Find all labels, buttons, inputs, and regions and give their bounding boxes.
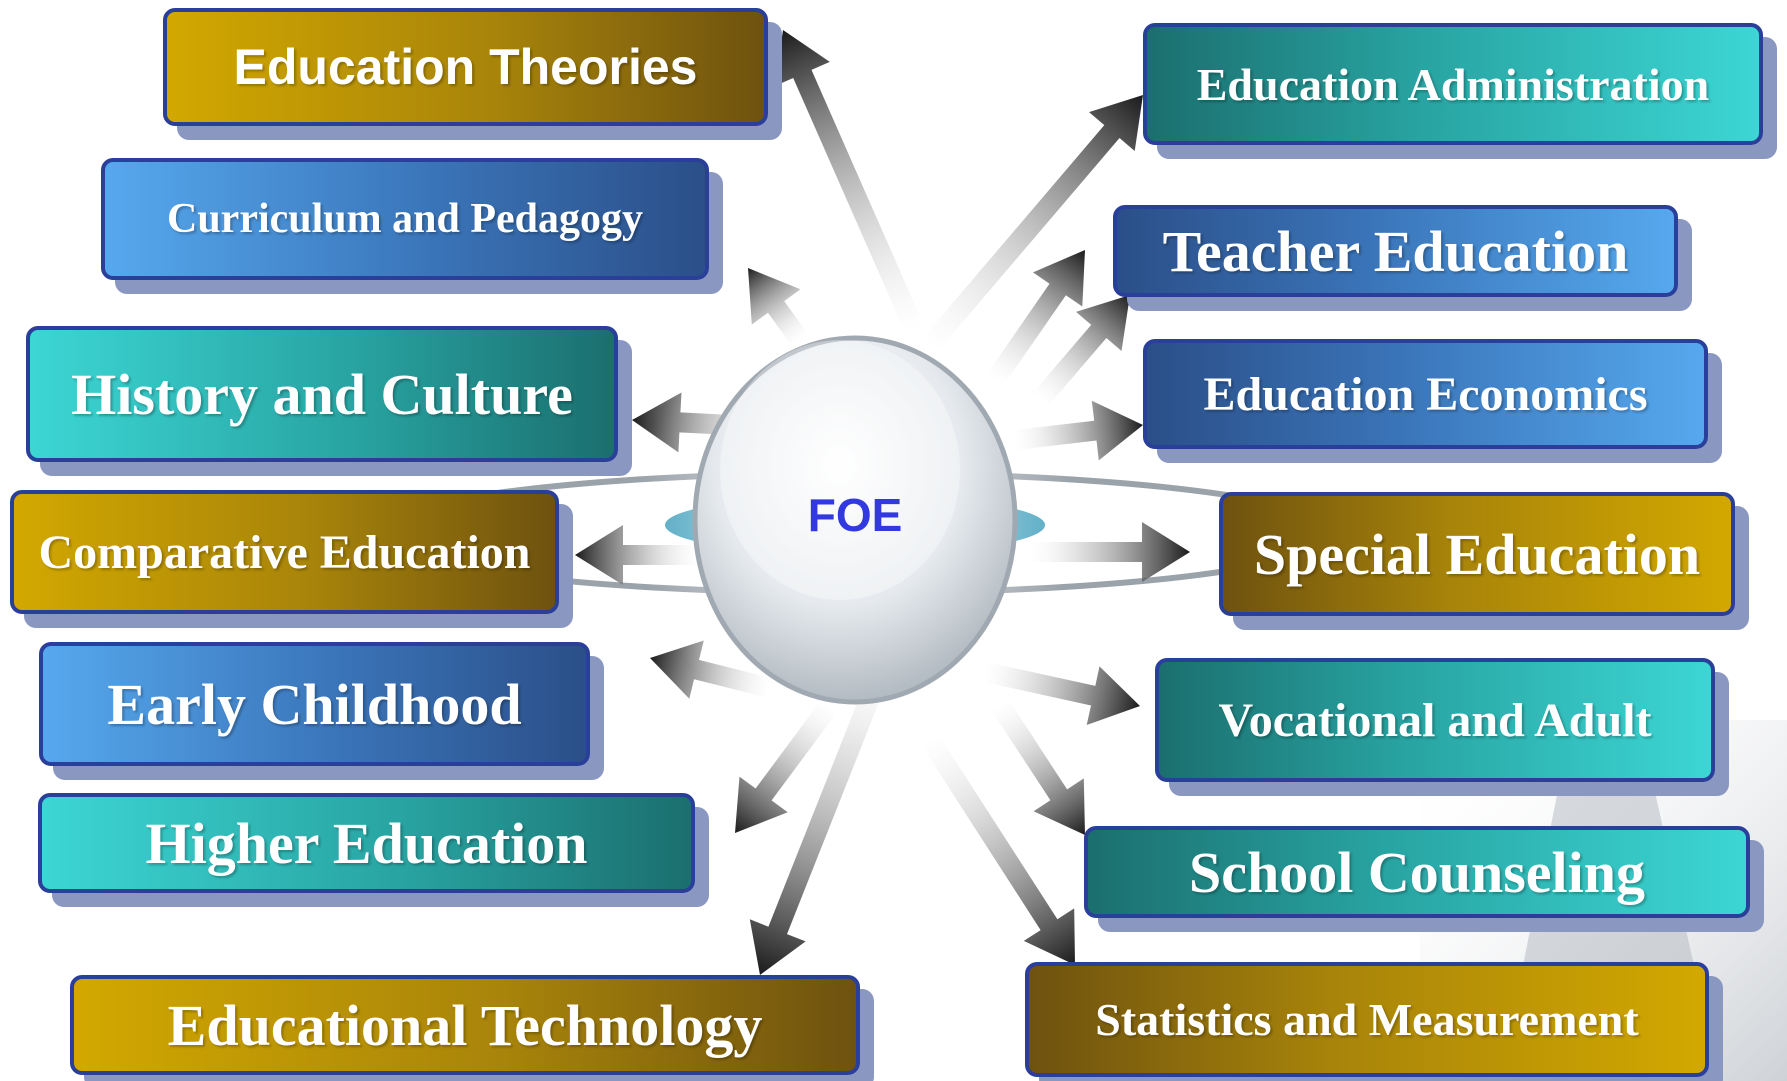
connector-arrow: [575, 525, 700, 585]
connector-arrow: [1030, 522, 1190, 582]
topic-education-theories[interactable]: Education Theories: [163, 8, 768, 126]
topic-history-and-culture[interactable]: History and Culture: [26, 326, 618, 462]
sphere-highlight: [720, 340, 960, 600]
topic-curriculum-and-pedagogy[interactable]: Curriculum and Pedagogy: [101, 158, 709, 280]
topic-label: History and Culture: [71, 361, 573, 427]
topic-education-economics[interactable]: Education Economics: [1143, 339, 1708, 449]
connector-arrow: [922, 95, 1143, 352]
topic-label: Education Administration: [1196, 58, 1710, 110]
topic-label: Curriculum and Pedagogy: [166, 196, 644, 242]
topic-label: School Counseling: [1188, 839, 1646, 905]
topic-school-counseling[interactable]: School Counseling: [1084, 826, 1750, 918]
topic-vocational-and-adult[interactable]: Vocational and Adult: [1155, 658, 1715, 782]
topic-label: Comparative Education: [38, 525, 531, 579]
topic-label: Special Education: [1253, 521, 1701, 587]
connector-arrow: [986, 250, 1085, 386]
topic-statistics-and-measurement[interactable]: Statistics and Measurement: [1025, 962, 1709, 1077]
topic-label: Early Childhood: [107, 671, 522, 737]
connector-arrow: [1032, 295, 1130, 407]
topic-label: Higher Education: [145, 810, 588, 876]
topic-early-childhood[interactable]: Early Childhood: [39, 642, 590, 766]
topic-label: Education Economics: [1203, 367, 1648, 421]
connector-arrow: [774, 30, 925, 334]
topic-educational-technology[interactable]: Educational Technology: [70, 975, 860, 1075]
connector-arrow: [921, 734, 1075, 965]
topic-label: Teacher Education: [1162, 218, 1629, 284]
topic-comparative-education[interactable]: Comparative Education: [10, 490, 559, 614]
topic-higher-education[interactable]: Higher Education: [38, 793, 695, 893]
topic-special-education[interactable]: Special Education: [1219, 492, 1735, 616]
topic-label: Education Theories: [233, 39, 698, 95]
topic-label: Statistics and Measurement: [1095, 994, 1639, 1045]
center-label: FOE: [807, 489, 903, 541]
topic-education-administration[interactable]: Education Administration: [1143, 23, 1763, 145]
connector-arrow: [991, 699, 1085, 835]
topic-label: Vocational and Adult: [1218, 693, 1652, 747]
connector-arrow: [982, 662, 1140, 725]
topic-teacher-education[interactable]: Teacher Education: [1113, 205, 1678, 297]
topic-label: Educational Technology: [167, 992, 763, 1058]
center-sphere: [692, 335, 1018, 705]
